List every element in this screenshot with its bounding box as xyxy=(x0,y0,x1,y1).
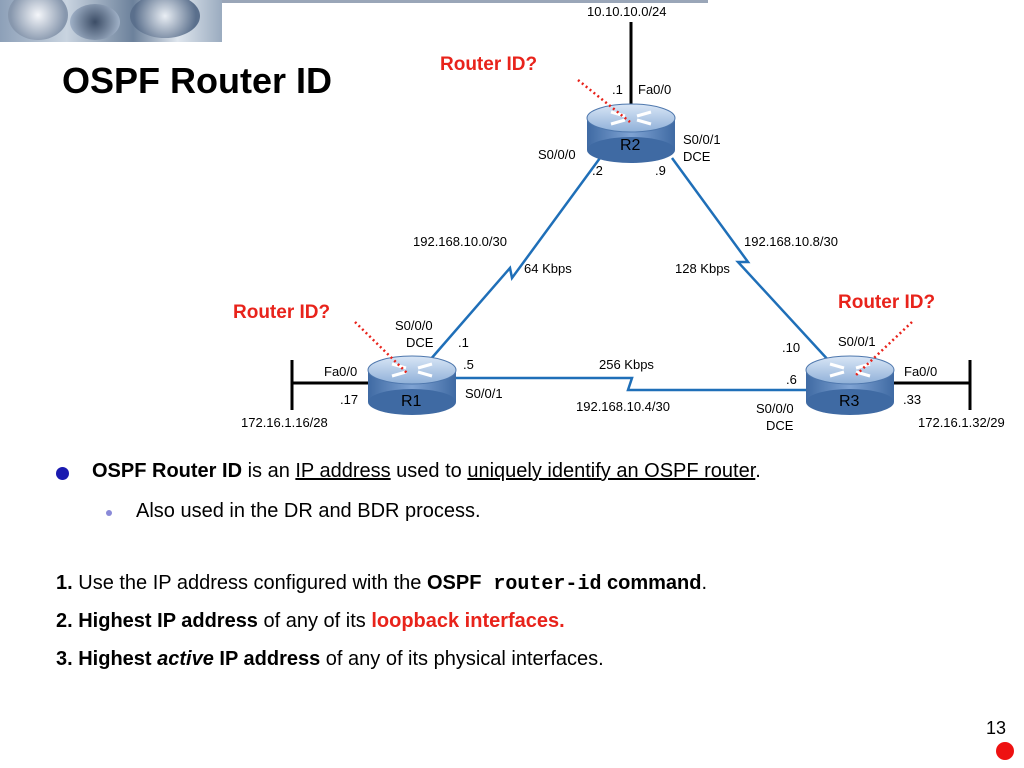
page-dot-icon xyxy=(996,742,1014,760)
bullet1-identify: uniquely identify an OSPF router xyxy=(467,460,756,482)
router-r3-icon xyxy=(805,355,895,415)
r3-fa-host: .33 xyxy=(903,392,922,407)
bullet1-term: OSPF Router ID xyxy=(92,460,243,482)
network-label-r3-lan: 172.16.1.32/29 xyxy=(918,415,1005,430)
router-r1-icon xyxy=(367,355,457,415)
step1-period: . xyxy=(701,572,708,594)
bullet1-text-2: used to xyxy=(390,460,468,482)
r1-s000-dce: DCE xyxy=(406,335,434,350)
r2-s000-host: .2 xyxy=(592,163,603,178)
serial-link-r1-r2 xyxy=(429,157,602,361)
router-r2-icon xyxy=(586,103,676,163)
step1-number: 1. xyxy=(56,572,73,594)
router-id-question-r2: Router ID? xyxy=(440,54,538,75)
r3-s001-host: .10 xyxy=(782,340,801,355)
r2-s001-interface: S0/0/1 xyxy=(683,132,721,147)
r3-fa-interface: Fa0/0 xyxy=(904,364,938,379)
step-1: 1. Use the IP address configured with th… xyxy=(56,572,707,596)
r1-s000-host: .1 xyxy=(458,335,469,350)
step3-ip-address: IP address xyxy=(213,648,321,670)
step2-text: of any of its xyxy=(257,610,372,632)
sub-bullet-dot-icon xyxy=(106,510,112,516)
router-label-r3: R3 xyxy=(839,393,860,410)
r3-router-id-pointer xyxy=(854,321,913,377)
router-id-question-r3: Router ID? xyxy=(838,292,936,313)
r2-fa-host: .1 xyxy=(612,82,623,97)
slide-title: OSPF Router ID xyxy=(62,60,333,101)
step-2: 2. Highest IP address of any of its loop… xyxy=(56,610,565,633)
r2-fa-interface: Fa0/0 xyxy=(638,82,672,97)
network-label-r1-r3: 192.168.10.4/30 xyxy=(576,399,670,414)
step3-text: of any of its physical interfaces. xyxy=(320,648,604,670)
step1-command: command xyxy=(601,572,702,594)
step3-bold: 3. Highest xyxy=(56,648,158,670)
page-number: 13 xyxy=(985,718,1006,738)
bandwidth-r2-r3: 128 Kbps xyxy=(675,261,730,276)
r2-s001-host: .9 xyxy=(655,163,666,178)
serial-link-r2-r3 xyxy=(670,157,831,363)
r3-s000-host: .6 xyxy=(786,372,797,387)
step1-ospf: OSPF xyxy=(426,572,482,594)
router-label-r2: R2 xyxy=(620,137,641,154)
router-label-r1: R1 xyxy=(401,393,422,410)
r2-s001-dce: DCE xyxy=(683,149,711,164)
banner-image xyxy=(0,0,222,42)
network-label-r1-r2: 192.168.10.0/30 xyxy=(413,234,507,249)
bullet1-text-3: . xyxy=(755,460,761,482)
r1-s000-interface: S0/0/0 xyxy=(395,318,433,333)
r3-s000-interface: S0/0/0 xyxy=(756,401,794,416)
r2-s000-interface: S0/0/0 xyxy=(538,147,576,162)
network-topology-diagram xyxy=(290,22,972,415)
bullet2-text: Also used in the DR and BDR process. xyxy=(136,500,481,522)
bullet1-ip-address: IP address xyxy=(295,460,391,482)
step3-active: active xyxy=(157,648,214,670)
network-label-top-lan: 10.10.10.0/24 xyxy=(587,4,667,19)
r1-s001-host: .5 xyxy=(463,357,474,372)
step1-text: Use the IP address configured with the xyxy=(72,572,427,594)
bullet-dot-icon xyxy=(56,467,69,480)
serial-link-r1-r3 xyxy=(455,376,812,392)
r3-s000-dce: DCE xyxy=(766,418,794,433)
step1-router-id-code: router-id xyxy=(481,573,602,596)
r1-fa-interface: Fa0/0 xyxy=(324,364,358,379)
r1-fa-host: .17 xyxy=(340,392,359,407)
bandwidth-r1-r3: 256 Kbps xyxy=(599,357,654,372)
r1-router-id-pointer xyxy=(354,321,409,375)
step2-bold: 2. Highest IP address xyxy=(56,610,258,632)
step-3: 3. Highest active IP address of any of i… xyxy=(56,648,604,671)
bullet1-text-1: is an xyxy=(242,460,296,482)
router-id-question-r1: Router ID? xyxy=(233,302,331,323)
r1-s001-interface: S0/0/1 xyxy=(465,386,503,401)
r2-router-id-pointer xyxy=(577,79,631,123)
top-rule xyxy=(222,0,708,3)
step2-loopback: loopback interfaces. xyxy=(371,610,565,632)
network-label-r1-lan: 172.16.1.16/28 xyxy=(241,415,328,430)
network-label-r2-r3: 192.168.10.8/30 xyxy=(744,234,838,249)
r3-s001-interface: S0/0/1 xyxy=(838,334,876,349)
bandwidth-r1-r2: 64 Kbps xyxy=(524,261,572,276)
